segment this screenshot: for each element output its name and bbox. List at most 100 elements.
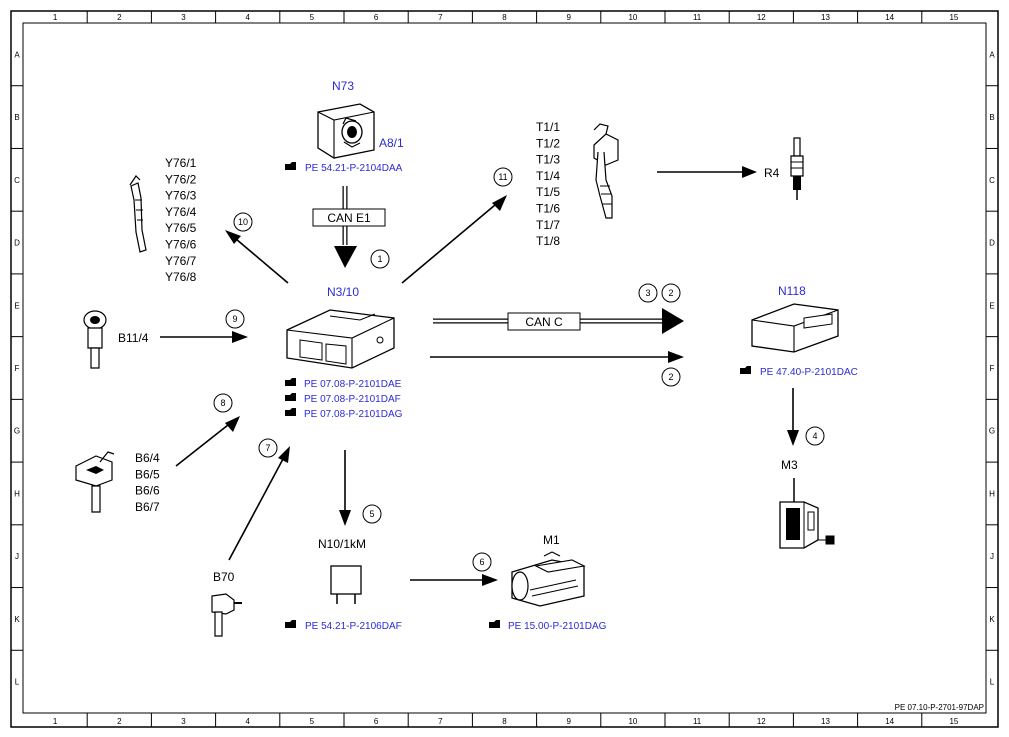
row-label-right: L [990,678,995,687]
fuel-pump-m3: M3 [779,458,835,549]
column-label-bottom: 4 [245,717,250,726]
callout-3: 3 [645,288,650,298]
column-label-top: 9 [566,13,571,22]
label-m1: M1 [543,533,560,547]
column-label-top: 5 [310,13,315,22]
callout-2b: 2 [668,372,673,382]
callout-2a: 2 [668,288,673,298]
column-label-top: 3 [181,13,186,22]
signal-arrows [160,195,507,586]
label-t1-item: T1/3 [536,153,560,167]
column-label-top: 1 [53,13,58,22]
column-label-top: 14 [885,13,894,22]
column-label-bottom: 14 [885,717,894,726]
label-t1-item: T1/1 [536,120,560,134]
label-list-b6: B6/4B6/5B6/6B6/7 [135,451,160,514]
label-y76-item: Y76/3 [165,189,197,203]
ignition-switch-n73: N73 A8/1 PE 54.21-P-2104DAA [285,79,404,174]
column-label-bottom: 2 [117,717,122,726]
callout-11: 11 [498,172,507,182]
engine-control-unit-n3-10: N3/10 PE 07.08-P-2101DAE PE 07.08-P-2101… [285,285,403,420]
bus-label-can-e1: CAN E1 [327,211,371,225]
can-e1-bus-arrow: CAN E1 [312,186,386,268]
callout-7: 7 [265,443,270,453]
bus-label-can-c: CAN C [525,315,563,329]
column-label-top: 15 [949,13,958,22]
callout-4: 4 [812,431,817,441]
label-n3-10: N3/10 [327,285,359,299]
row-grid-ticks [11,85,998,651]
label-y76-item: Y76/7 [165,254,197,268]
row-label-right: H [989,489,995,498]
column-label-bottom: 7 [438,717,443,726]
column-grid-labels: 1122334455667788991010111112121313141415… [53,13,959,726]
document-reference: PE 07.10-P-2701-97DAP [895,703,984,712]
row-label-left: E [14,301,19,310]
arrowhead-ecu-n118 [668,351,684,363]
row-label-right: C [989,176,995,185]
column-label-bottom: 13 [821,717,830,726]
callout-8: 8 [220,398,225,408]
inner-frame [22,22,987,714]
ref-n10[interactable]: PE 54.21-P-2106DAF [305,621,402,632]
row-label-left: D [14,239,20,248]
label-b6-item: B6/5 [135,467,160,481]
row-label-right: A [989,50,995,59]
callout-10: 10 [238,217,248,227]
label-b6-item: B6/4 [135,451,160,465]
label-n10-1km: N10/1kM [318,537,366,551]
arrow-b6-ecu [175,424,229,467]
can-c-bus-arrow: CAN C [433,308,684,334]
label-t1-item: T1/2 [536,136,560,150]
label-y76-item: Y76/8 [165,270,197,284]
column-label-top: 8 [502,13,507,22]
callout-6: 6 [479,557,484,567]
row-label-right: G [989,427,995,436]
column-label-top: 4 [245,13,250,22]
column-label-top: 2 [117,13,122,22]
ref-m1[interactable]: PE 15.00-P-2101DAG [508,621,607,632]
row-label-right: B [989,113,994,122]
label-n73: N73 [332,79,354,93]
label-y76-item: Y76/4 [165,205,197,219]
label-y76-item: Y76/5 [165,221,197,235]
column-grid-ticks [86,11,923,727]
label-m3: M3 [781,458,798,472]
row-label-left: F [15,364,20,373]
ref-n3-10-daf[interactable]: PE 07.08-P-2101DAF [304,394,401,405]
column-label-bottom: 10 [628,717,637,726]
callout-1: 1 [377,254,382,264]
starter-motor-m1: M1 PE 15.00-P-2101DAG [489,533,607,632]
row-label-left: H [14,489,20,498]
column-label-bottom: 15 [949,717,958,726]
column-label-bottom: 1 [53,717,58,726]
ref-n3-10-dae[interactable]: PE 07.08-P-2101DAE [304,379,402,390]
callout-5: 5 [369,509,374,519]
ref-n73[interactable]: PE 54.21-P-2104DAA [305,163,403,174]
column-label-top: 11 [693,13,702,22]
camshaft-sensors-b6: B6/4B6/5B6/6B6/7 [75,451,160,514]
label-y76-item: Y76/1 [165,156,197,170]
ref-n3-10-dag[interactable]: PE 07.08-P-2101DAG [304,409,403,420]
label-t1-item: T1/6 [536,202,560,216]
label-t1-item: T1/4 [536,169,560,183]
row-label-right: D [989,239,995,248]
ref-n118[interactable]: PE 47.40-P-2101DAC [760,367,858,378]
row-label-left: A [14,50,20,59]
label-b70: B70 [213,570,235,584]
column-label-bottom: 12 [757,717,766,726]
label-t1-item: T1/5 [536,185,560,199]
label-n118: N118 [778,284,806,298]
label-b6-item: B6/6 [135,484,160,498]
row-label-left: K [14,615,20,624]
column-label-top: 6 [374,13,379,22]
row-label-right: K [989,615,995,624]
row-label-left: B [14,113,19,122]
column-label-top: 12 [757,13,766,22]
row-label-left: L [15,678,20,687]
arrow-b70-ecu [228,458,284,561]
column-label-bottom: 6 [374,717,379,726]
arrowhead-t1-r4 [742,166,757,178]
